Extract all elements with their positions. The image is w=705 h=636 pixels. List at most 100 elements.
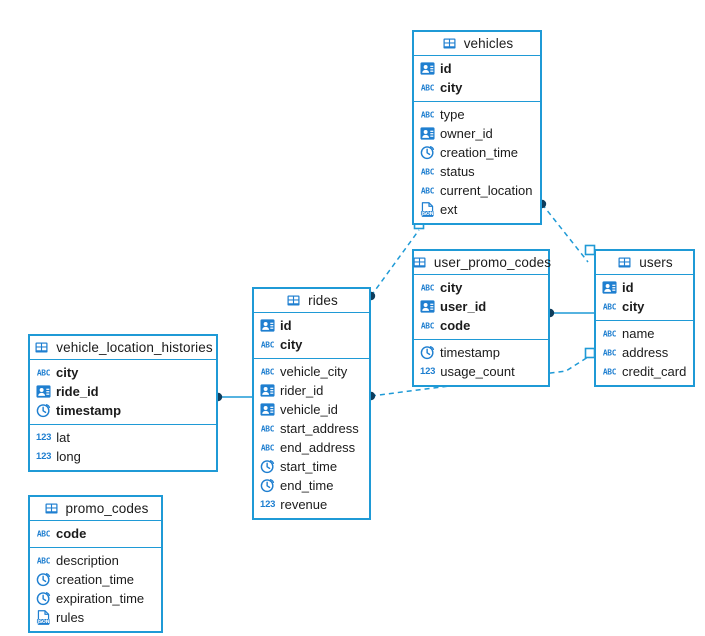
field-row[interactable]: timestamp <box>30 401 216 420</box>
field-label: start_address <box>280 421 359 436</box>
svg-text:ABC: ABC <box>603 368 617 377</box>
entity-table-header[interactable]: vehicles <box>414 32 540 56</box>
field-row[interactable]: timestamp <box>414 343 548 362</box>
field-row[interactable]: creation_time <box>414 143 540 162</box>
table-icon <box>287 295 300 306</box>
field-label: credit_card <box>622 364 687 379</box>
field-label: city <box>440 280 463 295</box>
field-label: vehicle_id <box>280 402 338 417</box>
table-icon <box>618 257 631 268</box>
field-label: end_address <box>280 440 356 455</box>
number-icon: 123 <box>260 499 276 510</box>
entity-table-header[interactable]: vehicle_location_histories <box>30 336 216 360</box>
edge-vehicle-location-histories-to-rides[interactable] <box>213 392 252 402</box>
field-row[interactable]: ABC type <box>414 105 540 124</box>
abc-string-icon: ABC <box>421 322 435 331</box>
number-icon: 123 <box>36 432 52 443</box>
field-row[interactable]: creation_time <box>30 570 161 589</box>
field-label: ride_id <box>56 384 99 399</box>
field-row[interactable]: ABC city <box>414 278 548 297</box>
field-label: lat <box>56 430 70 445</box>
entity-table-header[interactable]: user_promo_codes <box>413 251 552 275</box>
key-id-icon <box>602 281 617 294</box>
field-label: rules <box>56 610 85 625</box>
field-row[interactable]: id <box>596 278 693 297</box>
field-label: ext <box>440 202 458 217</box>
key-id-icon <box>420 127 435 140</box>
field-label: start_time <box>280 459 338 474</box>
field-row[interactable]: start_time <box>254 457 369 476</box>
field-row[interactable]: owner_id <box>414 124 540 143</box>
field-row[interactable]: rider_id <box>254 381 369 400</box>
field-row[interactable]: id <box>254 316 369 335</box>
svg-text:ABC: ABC <box>421 111 435 120</box>
field-label: address <box>622 345 669 360</box>
entity-table-name: user_promo_codes <box>433 255 552 270</box>
clock-icon <box>36 404 51 418</box>
abc-string-icon: ABC <box>37 557 51 566</box>
field-row[interactable]: vehicle_id <box>254 400 369 419</box>
field-row[interactable]: end_time <box>254 476 369 495</box>
json-icon: JSON <box>420 202 434 217</box>
field-row[interactable]: JSON ext <box>414 200 540 219</box>
clock-icon <box>36 573 51 587</box>
field-label: expiration_time <box>56 591 145 606</box>
field-label: name <box>622 326 655 341</box>
field-row[interactable]: ABC address <box>596 343 693 362</box>
abc-string-icon: ABC <box>603 303 617 312</box>
abc-string-icon: ABC <box>421 168 435 177</box>
entity-table-name: users <box>639 255 673 270</box>
field-label: city <box>56 365 79 380</box>
abc-string-icon: ABC <box>603 349 617 358</box>
clock-icon <box>260 479 275 493</box>
svg-text:ABC: ABC <box>421 187 435 196</box>
clock-icon <box>260 460 275 474</box>
field-row[interactable]: user_id <box>414 297 548 316</box>
abc-string-icon: ABC <box>603 368 617 377</box>
field-row[interactable]: 123 lat <box>30 428 216 447</box>
entity-table-header[interactable]: promo_codes <box>30 497 161 521</box>
entity-table-header[interactable]: rides <box>254 289 369 313</box>
abc-string-icon: ABC <box>421 84 435 93</box>
svg-text:ABC: ABC <box>421 284 435 293</box>
svg-text:ABC: ABC <box>603 303 617 312</box>
field-row[interactable]: id <box>414 59 540 78</box>
field-label: type <box>440 107 465 122</box>
field-row[interactable]: expiration_time <box>30 589 161 608</box>
clock-icon <box>420 346 435 360</box>
field-row[interactable]: ride_id <box>30 382 216 401</box>
entity-table-header[interactable]: users <box>596 251 693 275</box>
field-row[interactable]: ABC credit_card <box>596 362 693 381</box>
edge-user-promo-codes-to-users[interactable] <box>545 308 594 318</box>
